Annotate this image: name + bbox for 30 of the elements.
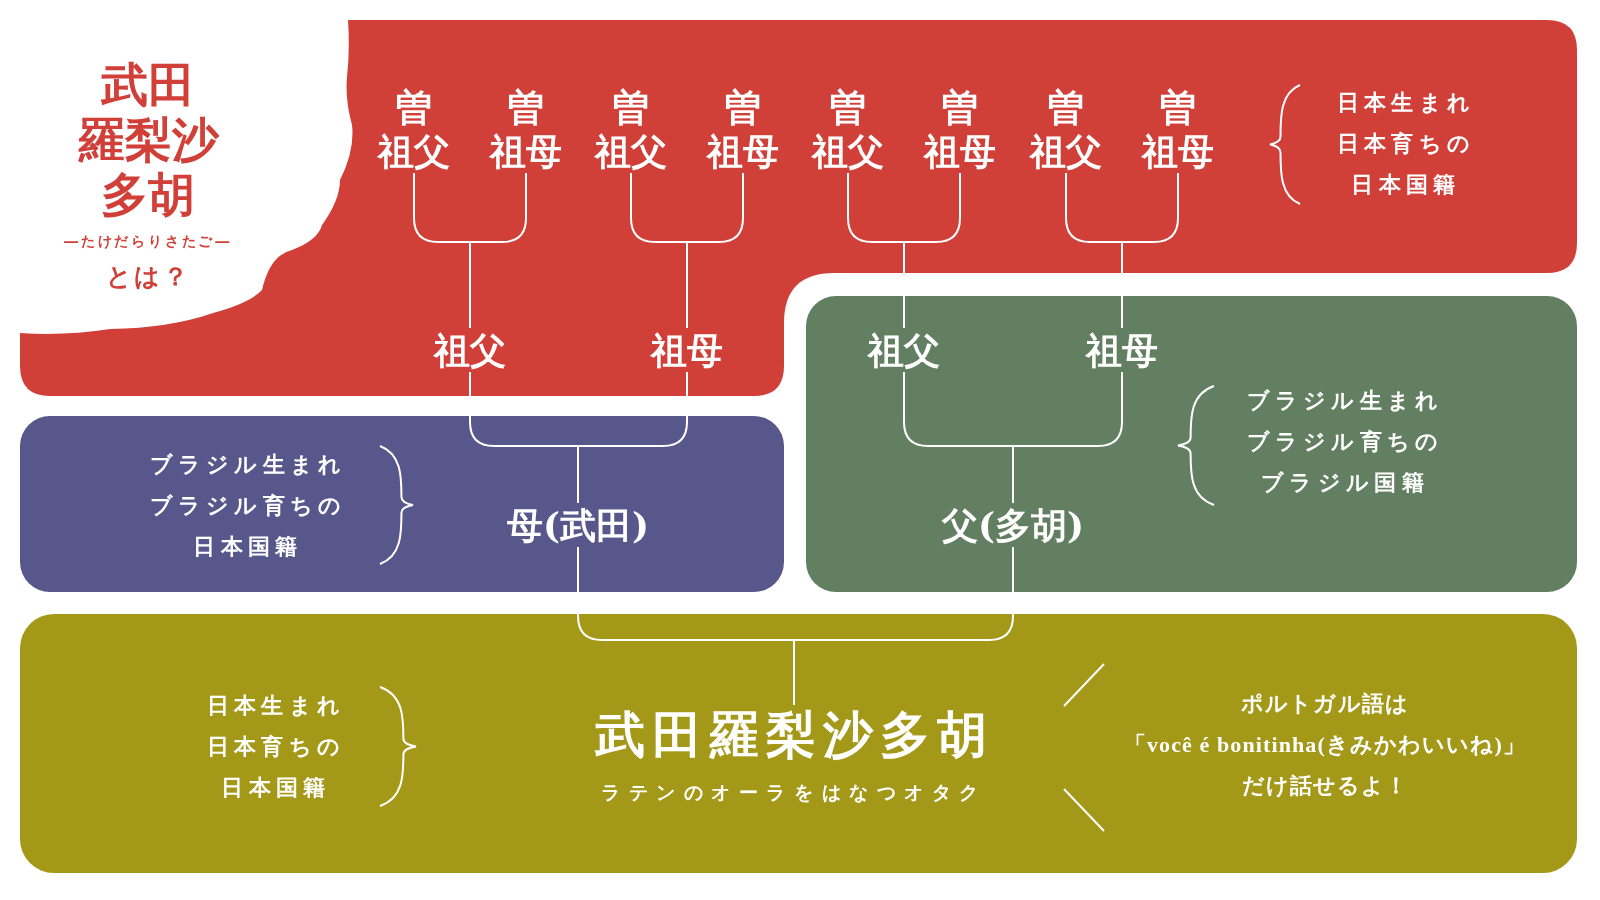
family-member-label: 祖母 bbox=[651, 328, 723, 372]
panel bbox=[20, 416, 784, 592]
family-member-label: 曽祖父 bbox=[377, 85, 451, 173]
family-member-label: 祖父 bbox=[868, 328, 940, 372]
family-member-label: 祖父 bbox=[434, 328, 506, 372]
connector-line bbox=[686, 172, 744, 329]
family-member-label: 母(武田) bbox=[506, 503, 650, 547]
furigana-reading: ―たけだらりさたご― bbox=[64, 232, 232, 251]
family-member-label: 曽祖母 bbox=[489, 85, 563, 173]
speech-text: ポルトガル語は「você é bonitinha(きみかわいいね)」だけ話せるよ！ bbox=[1122, 690, 1528, 800]
tagline: ラテンのオーラをはなつオタク bbox=[601, 780, 987, 805]
nationality-note: ブラジル生まれブラジル育ちの日本国籍 bbox=[148, 450, 348, 561]
family-member-label: 曽祖父 bbox=[594, 85, 668, 173]
connector-line bbox=[469, 172, 527, 329]
nationality-note: 日本生まれ日本育ちの日本国籍 bbox=[205, 691, 347, 802]
family-member-label: 曽祖母 bbox=[1141, 85, 1215, 173]
title-question: とは？ bbox=[105, 261, 191, 293]
connector-line bbox=[1012, 371, 1123, 504]
family-member-label: 祖母 bbox=[1086, 328, 1158, 372]
nationality-note: 日本生まれ日本育ちの日本国籍 bbox=[1335, 88, 1477, 199]
panel bbox=[806, 296, 1577, 592]
family-member-label: 父(多胡) bbox=[941, 503, 1085, 547]
family-member-label: 曽祖父 bbox=[811, 85, 885, 173]
family-member-label: 曽祖父 bbox=[1029, 85, 1103, 173]
nationality-note: ブラジル生まれブラジル育ちのブラジル国籍 bbox=[1245, 386, 1445, 497]
family-member-label: 曽祖母 bbox=[706, 85, 780, 173]
name-heading: 武田羅梨沙多胡 bbox=[594, 705, 994, 765]
panel bbox=[20, 614, 1577, 873]
family-member-label: 曽祖母 bbox=[923, 85, 997, 173]
title-heading: 武田羅梨沙多胡 bbox=[76, 57, 220, 222]
